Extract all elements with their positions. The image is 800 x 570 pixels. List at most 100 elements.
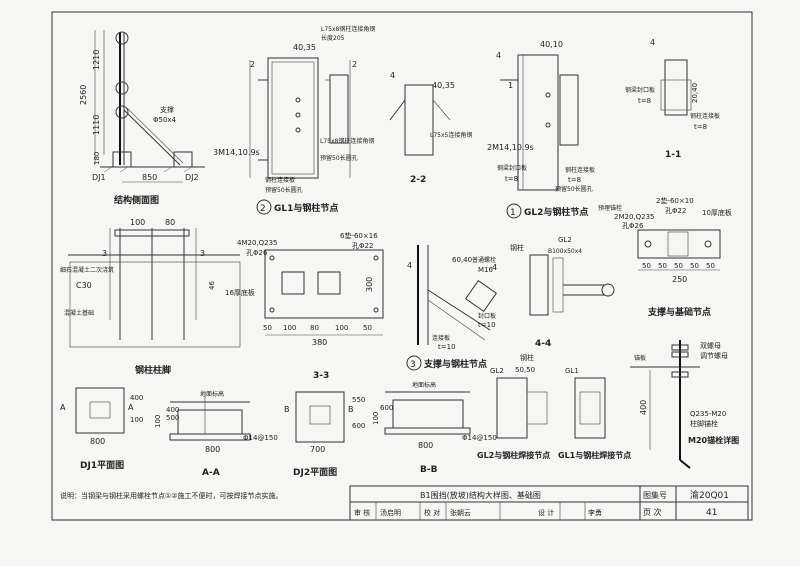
l75-note-1: L75x8钢柱连接角钢: [321, 25, 375, 33]
gl2-weld-view: GL2 钢柱 50,50 GL2与钢柱焊接节点: [477, 353, 550, 460]
dj1-plan-view: A A 400 100 800 DJ1平面图: [60, 387, 143, 471]
dj2-plan-view: B B 550 600 700 DJ2平面图: [284, 391, 365, 478]
dim-180: 180: [93, 152, 101, 165]
anchor-pre-note: 预埋锚栓: [598, 204, 622, 212]
brace-joint-view: 4 4 60,40 普通螺栓 M16 封口板 t=10 连接板 t=10 3 支…: [406, 245, 497, 371]
ground-b-note: 地面标高: [412, 381, 436, 389]
side-elevation-view: 2560 1210 1110 180 850 DJ1 DJ2 支撑 Φ50x4 …: [79, 30, 205, 206]
brace-base-view: 预埋锚栓 2M20,Q235 孔Φ26 2垫-60×10 孔Φ22 10厚底板 …: [598, 196, 732, 318]
dim-40-35-b: 40,35: [432, 81, 455, 90]
dim-850: 850: [142, 173, 157, 182]
gl1-weld-view: GL1 GL1与钢柱焊接节点: [558, 367, 631, 460]
aa-title: A-A: [202, 468, 220, 478]
dj2-plan-title: DJ2平面图: [293, 467, 337, 478]
dim-1210: 1210: [92, 50, 101, 70]
gl1-joint-title: GL1与钢柱节点: [274, 202, 338, 214]
drawing-note: 说明：当钢梁与钢柱采用螺栓节点①②施工不便时，可按焊接节点实施。: [60, 491, 283, 500]
sec-mark-2a: 2: [250, 60, 255, 69]
conn-plate-note: 连接板: [432, 334, 450, 342]
dims-base-3: 50: [690, 262, 699, 270]
bolt-m16-note: 普通螺栓: [472, 256, 496, 264]
dims-base-0: 50: [642, 262, 651, 270]
gl1-b-label: GL1: [565, 367, 579, 375]
dim-100c: 100: [154, 415, 162, 428]
weld-mark-4b: 4: [496, 51, 501, 60]
dims-3-3-2: 80: [310, 324, 319, 332]
designer-name: 李勇: [588, 508, 602, 517]
sec-4-4-title: 4-4: [535, 339, 551, 349]
steel-col-label: 钢柱: [510, 243, 524, 252]
l75-note-3: L75x5连接角钢: [430, 131, 472, 139]
plate16-note: 16厚底板: [225, 288, 255, 297]
bolts-4m20: 4M20,Q235: [237, 239, 278, 247]
dim-1110: 1110: [92, 115, 101, 135]
page-no: 41: [706, 508, 717, 518]
ground-a-note: 地面标高: [200, 390, 224, 398]
sec-mark-4d: 4: [407, 261, 412, 270]
dims-base-1: 50: [658, 262, 667, 270]
dims-3-3-0: 50: [263, 324, 272, 332]
hole-22b: 孔Φ22: [665, 207, 686, 215]
brace-joint-num: 3: [410, 360, 416, 370]
rebar-b: Φ14@150: [462, 434, 497, 442]
anchor-detail-view: 双螺母 调节螺母 锚板 Q235-M20 柱脚锚栓 400 M20锚栓详图: [630, 340, 739, 469]
col-plate-note: 钢柱连接板: [265, 176, 295, 184]
slot-note-2: 预留50长圆孔: [265, 186, 303, 194]
beam-seal-note2: 钢梁封口板: [625, 86, 655, 94]
gl1-joint-view: 2 2 40,35 L75x8钢柱连接角钢 长度205 L75x8钢柱连接角钢 …: [213, 25, 375, 215]
section-2-2-view: 40,35 L75x5连接角钢 4 2-2: [389, 71, 472, 185]
dims-3-3-1: 100: [283, 324, 296, 332]
anchor-plate-note: 锚板: [634, 354, 646, 362]
anchor-bolt-note: 柱脚锚栓: [690, 419, 718, 428]
c30-label: C30: [76, 281, 92, 290]
sec-mark-b1: B: [284, 405, 290, 414]
dim-46: 46: [208, 281, 216, 290]
adj-nut-note: 调节螺母: [700, 351, 728, 360]
design-label: 设 计: [538, 508, 554, 517]
section-a-a-view: 地面标高 100 500 400 Φ14@150 800 A-A: [154, 390, 278, 478]
hole-22: 孔Φ22: [352, 242, 373, 250]
drawing-title: B1围挡(放坡)结构大样图、基础图: [420, 490, 541, 500]
concrete-note: 混凝土基础: [64, 309, 94, 317]
dim-40-10: 40,10: [540, 40, 563, 49]
gl2-joint-view: 40,10 4 1 2M14,10.9s 钢梁封口板 t=8 钢柱连接板 t=8…: [487, 40, 595, 219]
check-label: 校 对: [424, 508, 440, 517]
t8-d: t=8: [694, 123, 707, 131]
bolts-gl1: 3M14,10.9s: [213, 148, 260, 157]
t8-b: t=8: [568, 176, 581, 184]
section-4-4-view: 钢柱 GL2 B100x50x4 4-4: [510, 236, 615, 349]
col-plate-note2: 钢柱连接板: [565, 166, 595, 174]
page-label: 页 次: [643, 507, 662, 517]
sec-mark-3a: 3: [102, 249, 107, 258]
sec-mark-a2: A: [128, 403, 134, 412]
section-b-b-view: 地面标高 100 600 Φ14@150 800 B-B: [372, 381, 497, 475]
dim-400b: 400: [166, 406, 179, 414]
anchor-detail-title: M20锚栓详图: [688, 435, 739, 445]
slot-note-3: 预留50长圆孔: [555, 185, 593, 193]
brace-size: Φ50x4: [153, 116, 177, 124]
dim-100b: 100: [130, 416, 143, 424]
t8-a: t=8: [505, 175, 518, 183]
gl1-joint-num: 2: [260, 204, 266, 214]
l75-note-2: L75x8钢柱连接角钢: [320, 137, 374, 145]
weld-mark-4c: 4: [650, 38, 655, 47]
q235-note: Q235-M20: [690, 410, 726, 418]
gl2-joint-title: GL2与钢柱节点: [524, 206, 588, 218]
gl2-b-label: GL2: [490, 367, 504, 375]
dim-80: 80: [165, 218, 175, 227]
dim-250: 250: [672, 275, 687, 284]
washer-note: 6垫-60×16: [340, 231, 378, 240]
dim-2560: 2560: [79, 85, 88, 105]
dims-base-2: 50: [674, 262, 683, 270]
double-nut-note: 双螺母: [700, 341, 721, 350]
dims-3-3-3: 100: [335, 324, 348, 332]
sec-mark-a1: A: [60, 403, 66, 412]
b100-label: B100x50x4: [548, 248, 582, 255]
dim-100-a: 100: [130, 218, 145, 227]
dim-380: 380: [312, 338, 327, 347]
sec-mark-2b: 2: [352, 60, 357, 69]
l75-note-1b: 长度205: [321, 34, 345, 42]
dim-700: 700: [310, 445, 325, 454]
bolt-m16-size: M16: [478, 266, 493, 274]
